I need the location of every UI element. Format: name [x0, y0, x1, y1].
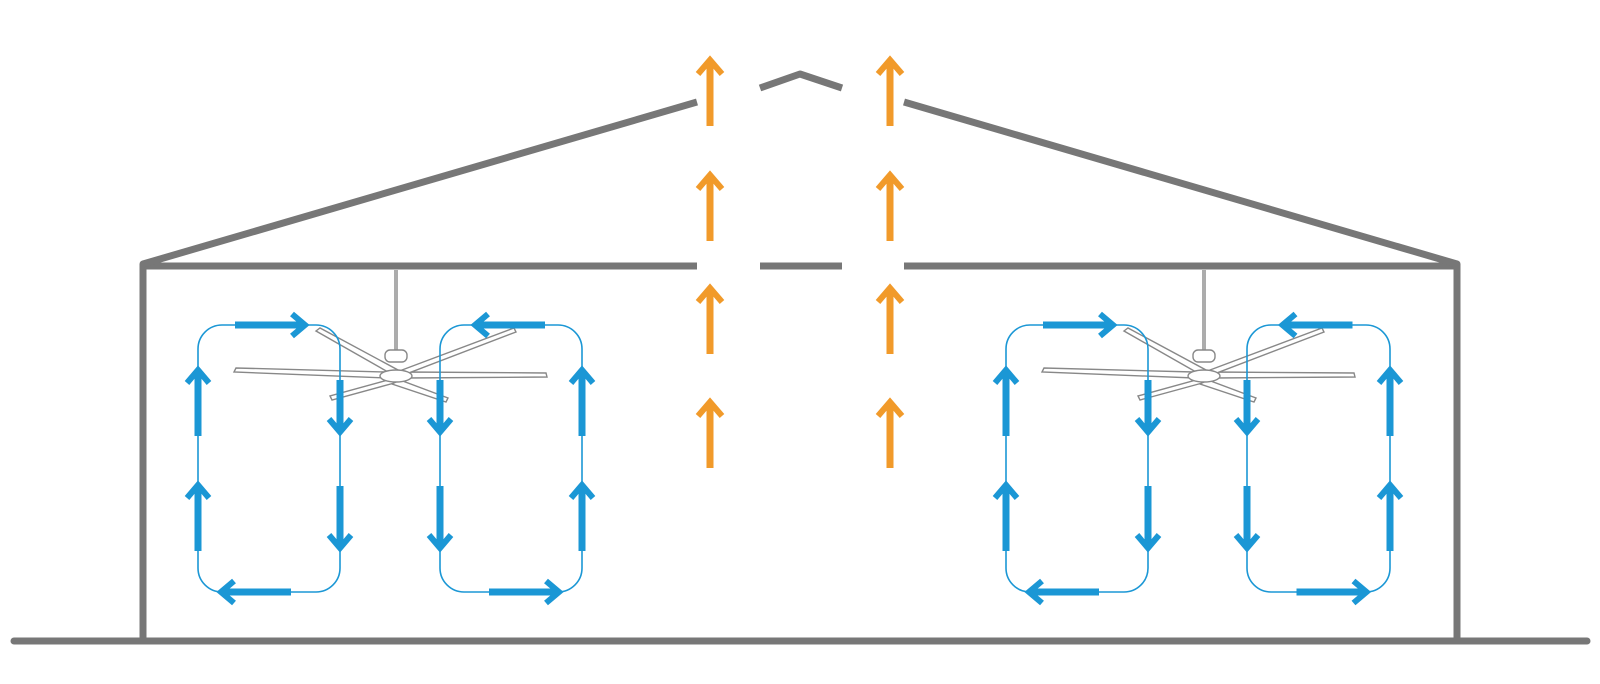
left-inner-loop	[426, 311, 596, 606]
bottom-flow-arrow	[216, 578, 291, 606]
fan-blade	[1122, 327, 1209, 373]
top-flow-arrow	[235, 311, 310, 339]
fan-hub	[379, 369, 413, 383]
loop-path	[197, 324, 341, 593]
fan-blade	[1208, 327, 1325, 375]
loop-path	[1005, 324, 1149, 593]
loop-path	[1246, 324, 1391, 593]
bottom-flow-arrow	[1296, 578, 1372, 606]
heat-up-arrow	[695, 55, 725, 126]
heat-up-arrow	[875, 170, 905, 241]
heat-up-arrow	[695, 397, 725, 468]
side-flow-arrow	[1134, 486, 1162, 553]
roof-right	[903, 98, 1458, 268]
left-ceiling-fan	[232, 270, 548, 403]
right-ceiling-fan	[1040, 270, 1356, 403]
air-circulation-loops	[184, 311, 1404, 606]
loop-path	[439, 324, 583, 593]
heat-vents	[695, 55, 905, 500]
left-ridge-vent	[695, 55, 749, 500]
bottom-flow-arrow	[1024, 578, 1099, 606]
right-inner-loop	[992, 311, 1162, 606]
side-flow-arrow	[1376, 480, 1404, 551]
fan-blade	[400, 327, 517, 375]
side-flow-arrow	[326, 486, 354, 553]
fan-blade	[314, 327, 401, 373]
heat-up-arrow	[875, 283, 905, 354]
left-outer-loop	[184, 311, 354, 606]
side-flow-arrow	[1233, 486, 1261, 553]
building-structure	[10, 70, 1591, 645]
side-flow-arrow	[992, 480, 1020, 551]
top-flow-arrow	[1043, 311, 1118, 339]
heat-up-arrow	[695, 283, 725, 354]
side-flow-arrow	[1376, 365, 1404, 436]
roof-left	[142, 98, 698, 268]
side-flow-arrow	[568, 365, 596, 436]
right-outer-loop	[1233, 311, 1404, 606]
side-flow-arrow	[992, 365, 1020, 436]
fan-hub	[1187, 369, 1221, 383]
side-flow-arrow	[184, 480, 212, 551]
heat-up-arrow	[875, 55, 905, 126]
bottom-flow-arrow	[489, 578, 564, 606]
fan-blade	[1213, 371, 1356, 379]
side-flow-arrow	[326, 380, 354, 437]
fan-blade	[1040, 367, 1195, 379]
heat-up-arrow	[875, 397, 905, 468]
heat-up-arrow	[695, 170, 725, 241]
side-flow-arrow	[184, 365, 212, 436]
side-flow-arrow	[426, 486, 454, 553]
right-ridge-vent	[850, 55, 905, 500]
side-flow-arrow	[1233, 380, 1261, 437]
fan-blade	[232, 367, 387, 379]
top-flow-arrow	[470, 311, 545, 339]
fan-blade	[405, 371, 548, 379]
side-flow-arrow	[1134, 380, 1162, 437]
ceiling-fans	[232, 270, 1356, 403]
side-flow-arrow	[426, 380, 454, 437]
side-flow-arrow	[568, 480, 596, 551]
roof-ridge	[758, 70, 844, 92]
top-flow-arrow	[1277, 311, 1353, 339]
